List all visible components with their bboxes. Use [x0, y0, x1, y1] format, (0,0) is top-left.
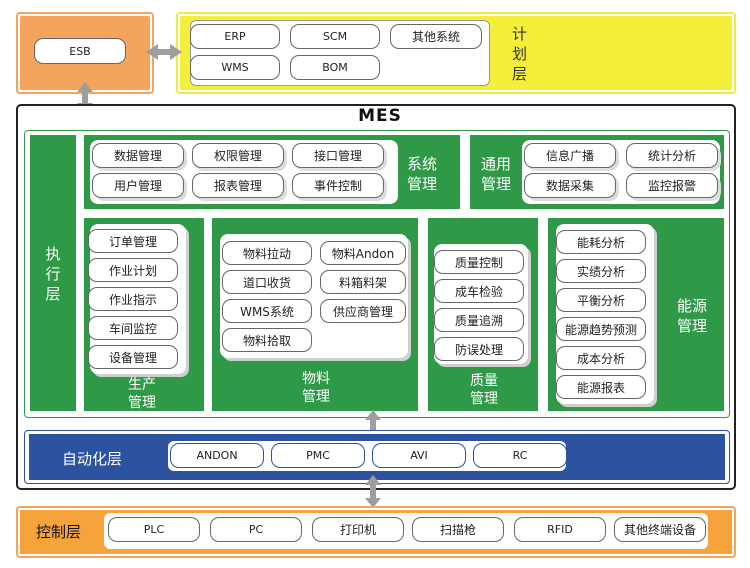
ctrl-item-pc[interactable]: PC: [210, 517, 302, 542]
mat-item-wms[interactable]: WMS系统: [222, 299, 312, 323]
arrowhead-up: [365, 475, 381, 485]
arrowhead-left: [146, 44, 158, 60]
plan-item-erp[interactable]: ERP: [190, 24, 280, 49]
prod-item-plan[interactable]: 作业计划: [88, 258, 178, 282]
mat-item-picking[interactable]: 物料拾取: [222, 328, 312, 352]
energy-item-balance[interactable]: 平衡分析: [556, 288, 646, 312]
exec-layer-column: [30, 135, 76, 411]
energy-items-bg: [556, 224, 654, 404]
sys-item-user[interactable]: 用户管理: [92, 173, 184, 198]
gen-item-broadcast[interactable]: 信息广播: [524, 143, 616, 168]
arrowhead-right: [170, 44, 182, 60]
esb-box[interactable]: ESB: [34, 38, 126, 64]
plan-layer-label: 计划层: [512, 25, 528, 83]
plan-item-scm[interactable]: SCM: [290, 24, 380, 49]
auto-item-avi[interactable]: AVI: [372, 443, 466, 468]
prod-item-equipment[interactable]: 设备管理: [88, 345, 178, 369]
ctrl-item-scanner[interactable]: 扫描枪: [412, 517, 504, 542]
esb-mes-connector: [82, 88, 88, 104]
ctrl-item-plc[interactable]: PLC: [108, 517, 200, 542]
esb-plan-connector: [158, 49, 174, 55]
material-mgmt-label: 物料管理: [302, 371, 330, 405]
arrowhead-up: [77, 82, 93, 92]
gen-item-collection[interactable]: 数据采集: [524, 173, 616, 198]
sys-item-permission[interactable]: 权限管理: [192, 143, 284, 168]
mat-item-supplier[interactable]: 供应商管理: [320, 299, 406, 323]
auto-item-rc[interactable]: RC: [473, 443, 567, 468]
mat-item-receiving[interactable]: 道口收货: [222, 270, 312, 294]
energy-item-consumption[interactable]: 能耗分析: [556, 230, 646, 254]
energy-mgmt-label: 能源管理: [676, 297, 707, 335]
qual-item-errorproof[interactable]: 防误处理: [434, 337, 524, 361]
mat-item-racks[interactable]: 料箱料架: [320, 270, 406, 294]
plan-item-other[interactable]: 其他系统: [390, 24, 482, 49]
quality-mgmt-label: 质量管理: [470, 373, 498, 407]
energy-item-trend[interactable]: 能源趋势预测: [556, 317, 646, 341]
auto-item-pmc[interactable]: PMC: [271, 443, 365, 468]
prod-item-order[interactable]: 订单管理: [88, 229, 178, 253]
mat-item-pull[interactable]: 物料拉动: [222, 241, 312, 265]
ctrl-item-printer[interactable]: 打印机: [312, 517, 404, 542]
auto-control-connector: [370, 480, 376, 502]
sys-item-data[interactable]: 数据管理: [92, 143, 184, 168]
auto-item-andon[interactable]: ANDON: [170, 443, 264, 468]
energy-item-report[interactable]: 能源报表: [556, 375, 646, 399]
qual-item-trace[interactable]: 质量追溯: [434, 308, 524, 332]
prod-item-monitor[interactable]: 车间监控: [88, 316, 178, 340]
gen-item-statistics[interactable]: 统计分析: [626, 143, 718, 168]
arrowhead-down: [365, 498, 381, 508]
gen-item-alarm[interactable]: 监控报警: [626, 173, 718, 198]
mat-item-andon[interactable]: 物料Andon: [320, 241, 406, 265]
plan-item-wms[interactable]: WMS: [190, 55, 280, 80]
system-mgmt-label: 系统管理: [406, 155, 437, 193]
ctrl-item-other-terminal[interactable]: 其他终端设备: [614, 517, 706, 542]
sys-item-report[interactable]: 报表管理: [192, 173, 284, 198]
qual-item-inspection[interactable]: 成车检验: [434, 279, 524, 303]
exec-layer-label: 执行层: [45, 245, 61, 303]
control-items-bg: [104, 513, 708, 549]
mes-title: MES: [358, 106, 402, 126]
prod-item-instruction[interactable]: 作业指示: [88, 287, 178, 311]
arrowhead-up: [365, 410, 381, 420]
sys-item-interface[interactable]: 接口管理: [292, 143, 384, 168]
ctrl-item-rfid[interactable]: RFID: [514, 517, 606, 542]
automation-layer-label: 自动化层: [62, 450, 123, 468]
plan-item-bom[interactable]: BOM: [290, 55, 380, 80]
energy-item-performance[interactable]: 实绩分析: [556, 259, 646, 283]
qual-item-control[interactable]: 质量控制: [434, 250, 524, 274]
exec-auto-connector: [370, 415, 376, 435]
production-mgmt-label: 生产管理: [128, 377, 156, 411]
general-mgmt-label: 通用管理: [480, 155, 511, 193]
energy-item-cost[interactable]: 成本分析: [556, 346, 646, 370]
control-layer-label: 控制层: [36, 523, 82, 541]
sys-item-event[interactable]: 事件控制: [292, 173, 384, 198]
